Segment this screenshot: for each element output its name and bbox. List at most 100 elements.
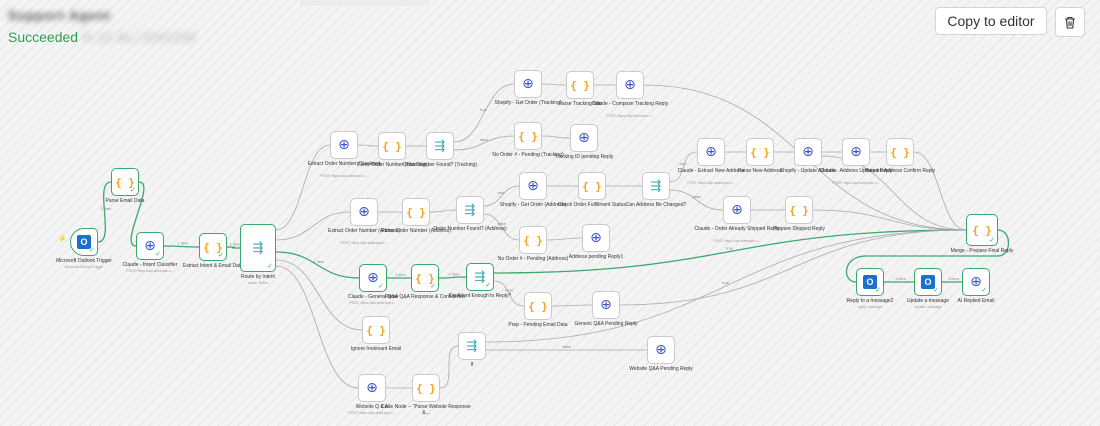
connection [163, 245, 200, 248]
globe-icon: ⊕ [366, 380, 378, 396]
globe-icon: ⊕ [600, 297, 612, 313]
connection [275, 265, 359, 389]
node-shopify-get-tracking[interactable]: ⊕ [514, 70, 542, 98]
connection-label: 1 item [178, 241, 190, 246]
router-icon: ⇶ [252, 240, 264, 256]
node-generic-qa-pending[interactable]: ⊕ [592, 291, 620, 319]
node-parse-order-address[interactable]: { } [402, 198, 430, 226]
workflow-name: Support Agent [8, 8, 111, 23]
node-no-order-tracking[interactable]: { } [514, 122, 542, 150]
connection [669, 151, 698, 183]
node-merge-final-reply[interactable]: { }✓ [966, 214, 998, 246]
node-prep-pending-email[interactable]: { } [524, 292, 552, 320]
globe-icon: ⊕ [705, 144, 717, 160]
node-parse-tracking-info[interactable]: { } [566, 71, 594, 99]
code-braces-icon: { } [518, 129, 538, 143]
globe-icon: ⊕ [367, 270, 379, 286]
node-parse-qa-response[interactable]: { }✓ [411, 264, 439, 292]
globe-icon: ⊕ [624, 77, 636, 93]
node-parse-new-address[interactable]: { } [746, 138, 774, 166]
connection [275, 211, 351, 241]
node-extract-order-tracking[interactable]: ⊕ [330, 131, 358, 159]
node-parse-email[interactable]: { }✓ [111, 168, 139, 196]
node-label: Prepare Address Confirm Reply [864, 168, 936, 174]
connection [541, 135, 571, 139]
router-icon: ⇶ [474, 269, 486, 285]
connection-label: false [480, 137, 489, 142]
globe-icon: ⊕ [527, 178, 539, 194]
node-tracking-pending-reply[interactable]: ⊕ [570, 124, 598, 152]
node-label: Route by Intent [241, 274, 275, 280]
router-icon: ⇶ [466, 338, 478, 354]
node-confident-enough[interactable]: ⇶✓ [466, 263, 494, 291]
router-icon: ⇶ [464, 202, 476, 218]
connection-label: true [680, 161, 688, 166]
node-subtitle: POST: https://api.anthropic.c... [687, 181, 735, 185]
connection-label: 1 item [101, 206, 113, 211]
node-label: Generic Q&A Pending Reply [574, 321, 638, 327]
success-check-icon: ✓ [267, 262, 273, 270]
node-subtitle: POST: https://api.anthropic.c... [349, 301, 397, 305]
node-order-found-address[interactable]: ⇶ [456, 196, 484, 224]
node-claude-extract-new-address[interactable]: ⊕ [697, 138, 725, 166]
node-label: Order Number Found? (Tracking) [402, 162, 477, 168]
success-check-icon: ✓ [378, 282, 384, 290]
node-label: Check Order Fulfillment Status [557, 202, 627, 208]
node-order-found-tracking[interactable]: ⇶ [426, 132, 454, 160]
connection-label: false [563, 344, 572, 349]
connection-label: false [693, 194, 702, 199]
code-braces-icon: { } [972, 223, 992, 237]
node-extract-intent[interactable]: { }✓ [199, 233, 227, 261]
node-reply-message2[interactable]: O✓ [856, 268, 884, 296]
connection [846, 229, 1010, 283]
node-claude-address-updated[interactable]: ⊕ [842, 138, 870, 166]
node-if-node[interactable]: ⇶ [458, 332, 486, 360]
connection [483, 185, 520, 207]
copy-to-editor-button[interactable]: Copy to editor [935, 7, 1047, 35]
code-braces-icon: { } [750, 145, 770, 159]
node-label: Claude - Compose Tracking Reply [591, 101, 669, 107]
globe-icon: ⊕ [358, 204, 370, 220]
node-shopify-get-address[interactable]: ⊕ [519, 172, 547, 200]
node-address-pending-reply[interactable]: ⊕ [582, 224, 610, 252]
code-braces-icon: { } [789, 203, 809, 217]
node-website-qa[interactable]: ⊕ [358, 374, 386, 402]
node-ai-replied-email[interactable]: ⊕✓ [962, 268, 990, 296]
node-outlook-trigger[interactable]: O✓ [70, 228, 98, 256]
connection [357, 144, 379, 147]
success-check-icon: ✓ [875, 286, 881, 294]
node-check-fulfillment[interactable]: { } [578, 172, 606, 200]
node-shopify-update-address[interactable]: ⊕ [794, 138, 822, 166]
connection [97, 181, 112, 243]
node-can-address-change[interactable]: ⇶ [642, 172, 670, 200]
node-code-parse-website[interactable]: { } [412, 374, 440, 402]
node-website-qa-pending[interactable]: ⊕ [647, 336, 675, 364]
connection [485, 229, 967, 343]
node-parse-order-tracking[interactable]: { } [378, 132, 406, 160]
node-subtitle: mode: Rules [248, 281, 268, 285]
node-label: Ignore Irrelevant Email [350, 346, 402, 352]
node-prepare-shipped-reply[interactable]: { } [785, 196, 813, 224]
node-label: Can Address Be Changed? [625, 202, 687, 208]
node-claude-general-qa[interactable]: ⊕✓ [359, 264, 387, 292]
node-extract-order-address[interactable]: ⊕ [350, 198, 378, 226]
node-prepare-address-confirm[interactable]: { } [886, 138, 914, 166]
node-ignore-irrelevant[interactable]: { } [362, 316, 390, 344]
node-route-intent[interactable]: ⇶✓ [240, 224, 276, 272]
node-update-message[interactable]: O✓ [914, 268, 942, 296]
node-intent-classifier[interactable]: ⊕✓ [136, 232, 164, 260]
globe-icon: ⊕ [522, 76, 534, 92]
node-no-order-address[interactable]: { } [519, 226, 547, 254]
connection-label: 1 item [230, 242, 242, 247]
node-claude-tracking-reply[interactable]: ⊕ [616, 71, 644, 99]
trigger-bolt-icon: ⚡ [58, 236, 67, 243]
success-check-icon: ✓ [933, 286, 939, 294]
node-label: Prepare Shipped Reply [773, 226, 825, 232]
node-claude-order-shipped[interactable]: ⊕ [723, 196, 751, 224]
code-braces-icon: { } [523, 233, 543, 247]
connection [275, 259, 363, 331]
node-label: Claude - Extract New Address [677, 168, 745, 174]
delete-button[interactable] [1055, 7, 1085, 37]
